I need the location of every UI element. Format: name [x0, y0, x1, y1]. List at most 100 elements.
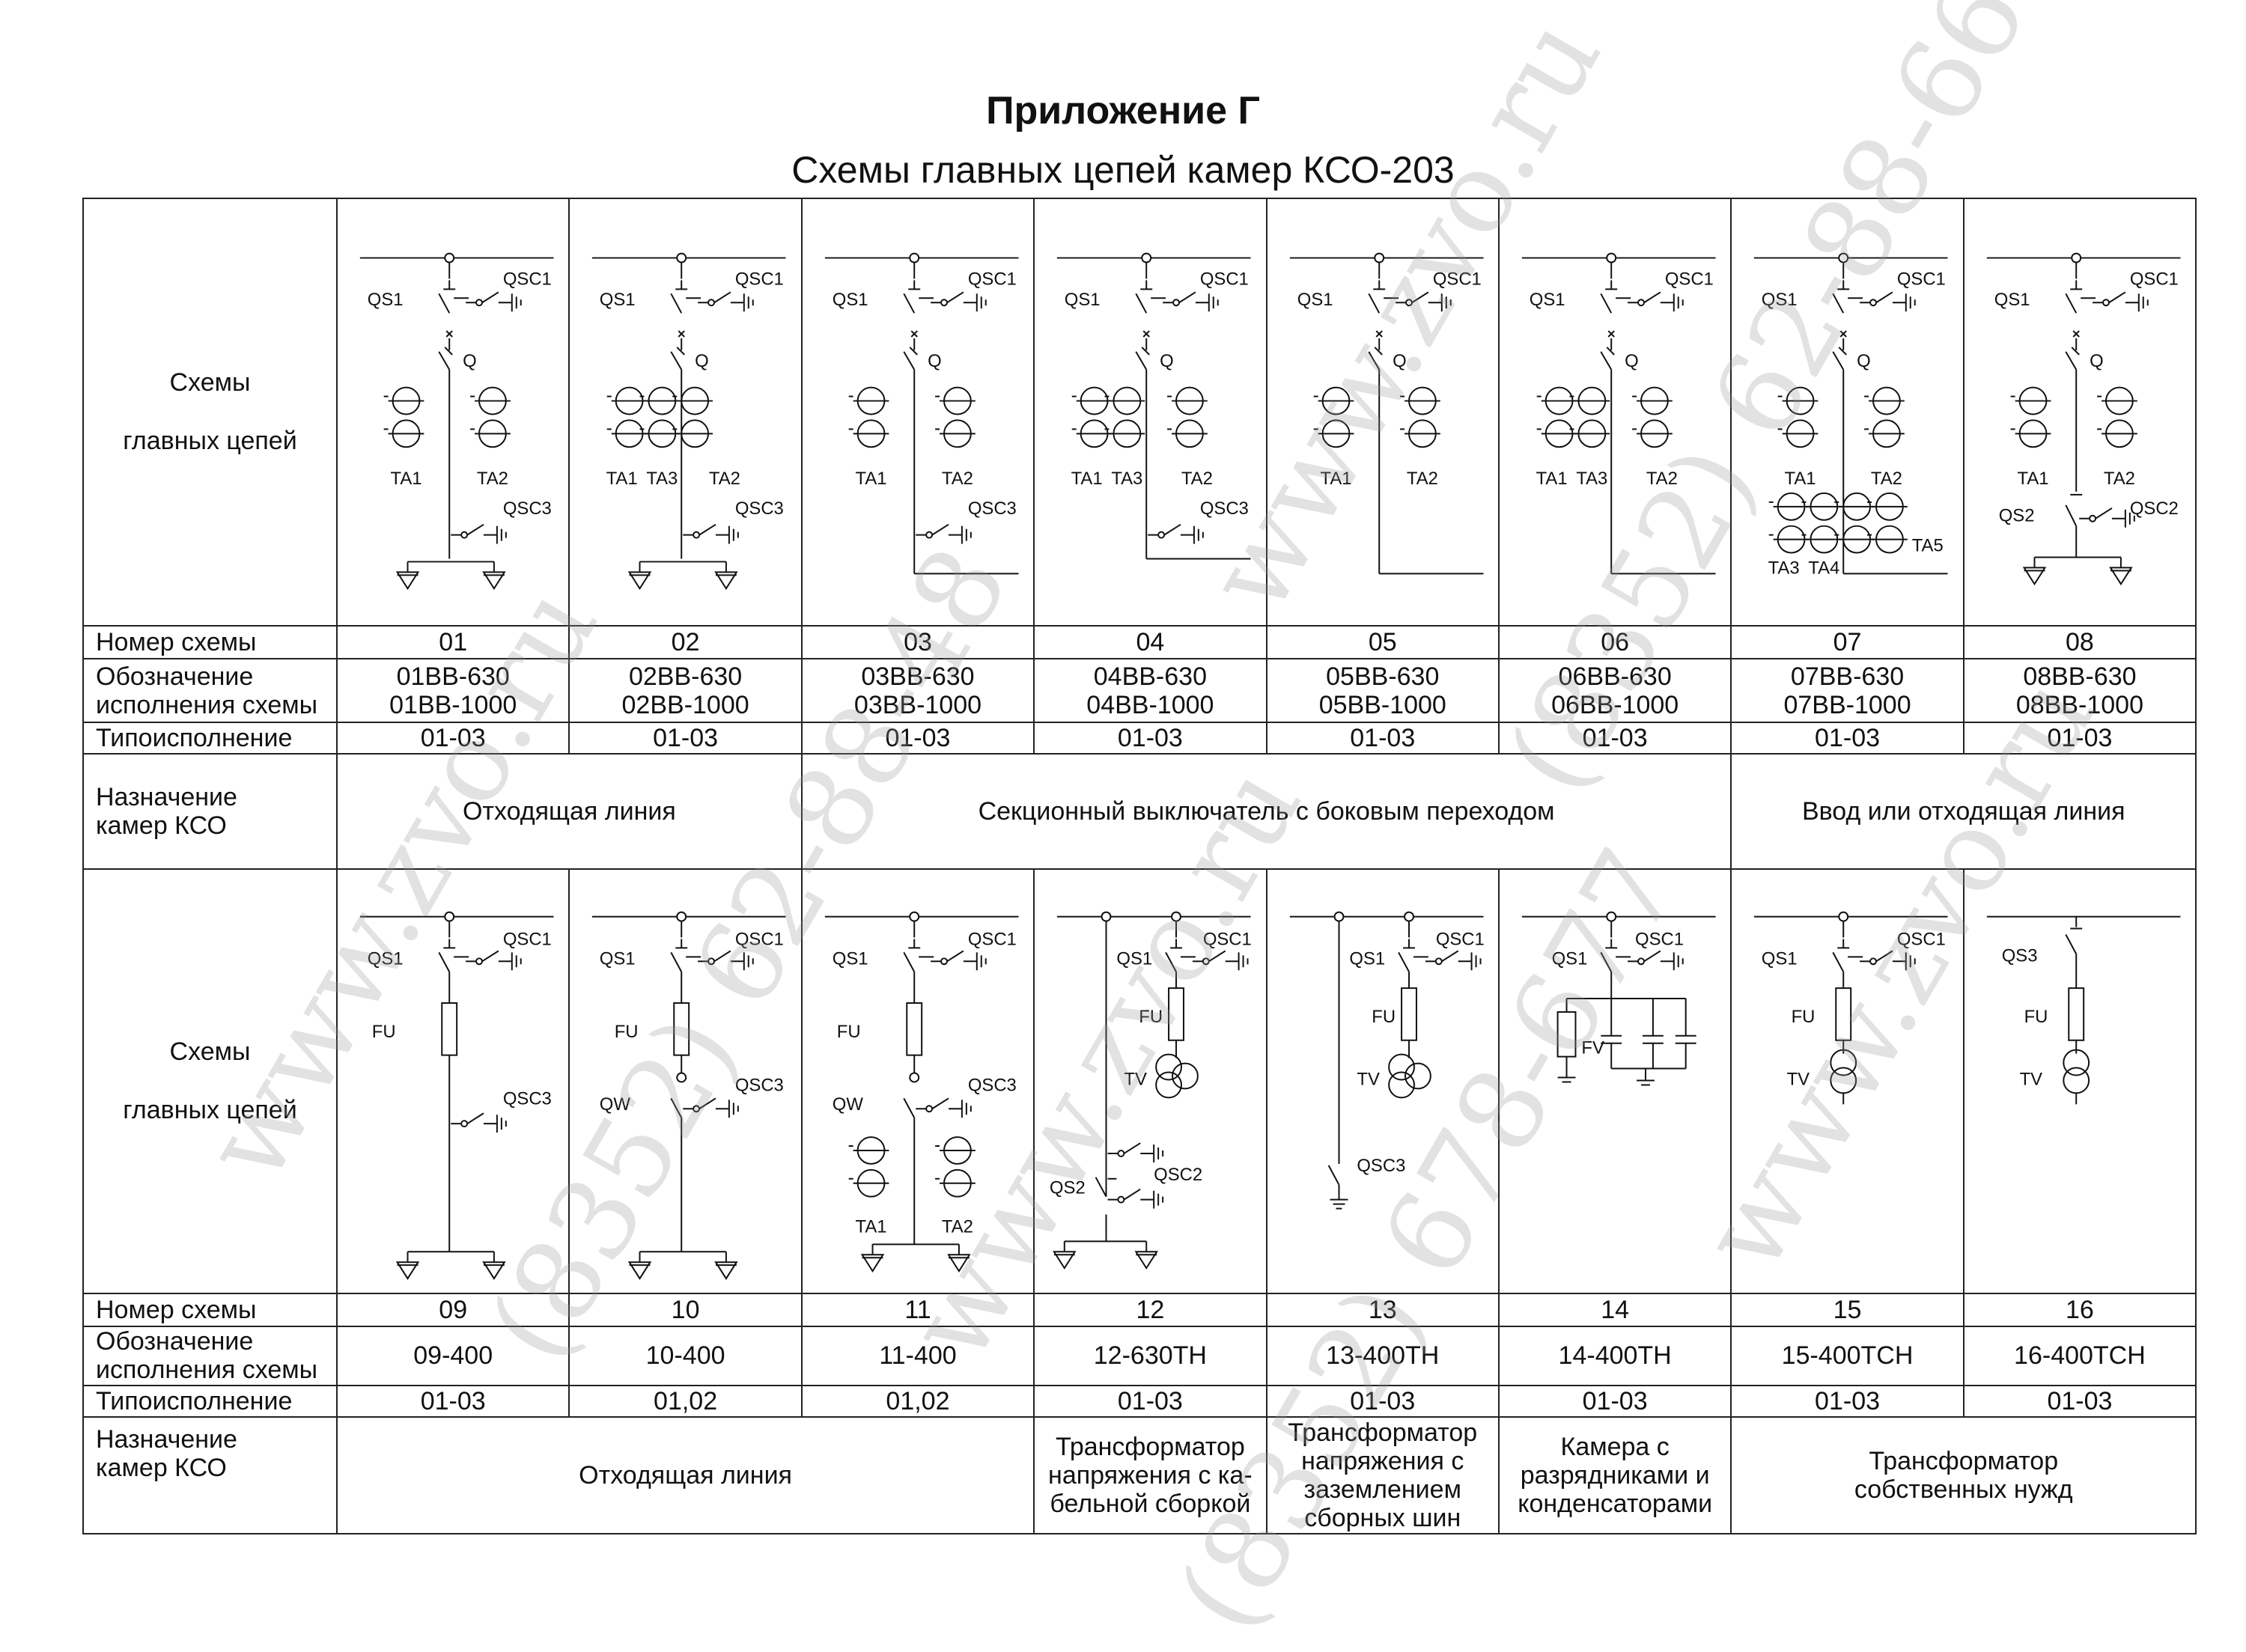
breaker-blade [438, 351, 451, 371]
schematic-label: TA1 [606, 469, 638, 489]
type-cell: 01-03 [1730, 1384, 1965, 1418]
disconnector-blade [1832, 951, 1845, 972]
bus-node [1838, 911, 1849, 922]
schematic-label: QS1 [368, 290, 404, 310]
scheme-number-cell: 05 [1265, 624, 1500, 660]
disconnector-blade [670, 293, 683, 314]
earth-switch-blade [1440, 950, 1458, 962]
schematic-label: FU [615, 1022, 639, 1042]
breaker-blade [670, 351, 683, 371]
schematic-label: TA2 [709, 469, 740, 489]
scheme-number-cell: 04 [1033, 624, 1267, 660]
bus-node [1333, 911, 1345, 922]
scheme-number-cell: 06 [1497, 624, 1732, 660]
earth-switch-blade [1124, 1188, 1141, 1201]
schematic-label: TA2 [942, 469, 973, 489]
earth-switch-blade [1643, 950, 1661, 962]
breaker-mark [1606, 347, 1615, 356]
bus-node [676, 911, 687, 922]
schematic-label: QS1 [1994, 290, 2030, 310]
earth-switch-node [1157, 531, 1166, 539]
voltage-transformer-icon [1387, 1053, 1415, 1081]
schematic-label: QS1 [1349, 948, 1385, 969]
schematic-label: QSC1 [503, 929, 552, 949]
cross-mark [1607, 330, 1615, 338]
earth-switch-blade [1875, 950, 1893, 962]
type-cell: 01-03 [568, 722, 803, 755]
schematic-label: QSC1 [1200, 269, 1249, 289]
schematic-label: TA1 [1320, 469, 1351, 489]
cable-termination-icon [714, 571, 739, 591]
schematic-label: QS1 [1297, 290, 1333, 310]
schematic-label: QS1 [600, 948, 636, 969]
scheme-number-label-bottom: Номер схемы [82, 1292, 338, 1328]
type-cell: 01-03 [335, 722, 570, 755]
schematic-label: QS1 [1762, 948, 1798, 969]
schematic-label: TV [2019, 1069, 2042, 1089]
cross-mark [910, 330, 918, 338]
earth-switch-blade [713, 291, 731, 304]
breaker-blade [1367, 351, 1380, 371]
type-cell: 01-03 [1033, 722, 1267, 755]
breaker-blade [903, 351, 915, 371]
earth-switch-node [940, 957, 948, 966]
voltage-transformer-icon [1830, 1067, 1857, 1094]
cable-termination-icon [1134, 1251, 1159, 1270]
cable-termination-icon [395, 571, 420, 591]
schematic-label: QSC3 [735, 1075, 784, 1095]
scheme-number-cell: 13 [1265, 1292, 1500, 1328]
schematic-label: QS1 [833, 948, 868, 969]
type-cell: 01-03 [1962, 722, 2197, 755]
earth-switch-node [1117, 1195, 1125, 1204]
schematic-label: TA5 [1912, 536, 1944, 556]
schematic-label: QS1 [1762, 290, 1798, 310]
earth-switch-node [1434, 957, 1443, 966]
disconnector-blade [670, 951, 683, 972]
earth-switch-node [925, 531, 933, 539]
earth-switch-blade [1208, 950, 1226, 962]
earth-switch-blade [481, 950, 499, 962]
cross-mark [445, 330, 453, 338]
bus-node [2070, 252, 2081, 263]
earth-switch-blade [2108, 291, 2126, 304]
scheme-number-cell: 12 [1033, 1292, 1267, 1328]
schematic-label: TA3 [1112, 469, 1143, 489]
disconnector-blade [438, 293, 451, 314]
schematic-label: QSC1 [1665, 269, 1714, 289]
earth-switch-blade [1178, 291, 1196, 304]
breaker-blade [2065, 351, 2077, 371]
type-cell: 01-03 [1265, 722, 1500, 755]
earth-switch-node [475, 957, 483, 966]
purpose-label: Назначение камер КСО [82, 753, 338, 870]
voltage-transformer-icon [2063, 1049, 2090, 1076]
earth-switch-node [2088, 514, 2096, 522]
earth-switch-node [925, 1105, 933, 1113]
scheme-number-cell: 09 [335, 1292, 570, 1328]
purpose-label-bottom: Назначение камер КСО [82, 1416, 338, 1534]
earth-switch-node [1404, 299, 1413, 307]
type-cell: 01-03 [335, 1384, 570, 1418]
earth-switch-blade [1411, 291, 1428, 304]
schematic-label: QSC1 [503, 269, 552, 289]
schematic-label: QSC1 [968, 269, 1017, 289]
schematic-label: QS2 [1998, 506, 2034, 526]
schematic-label: QS3 [2001, 945, 2037, 966]
designation-cell: 13-400ТН [1265, 1326, 1500, 1386]
type-cell: 01-03 [1033, 1384, 1267, 1418]
bus-node [444, 911, 455, 922]
type-cell: 01-03 [1497, 1384, 1732, 1418]
bus-node [676, 252, 687, 263]
voltage-transformer-icon [2063, 1067, 2090, 1094]
disconnector-blade [1832, 293, 1845, 314]
